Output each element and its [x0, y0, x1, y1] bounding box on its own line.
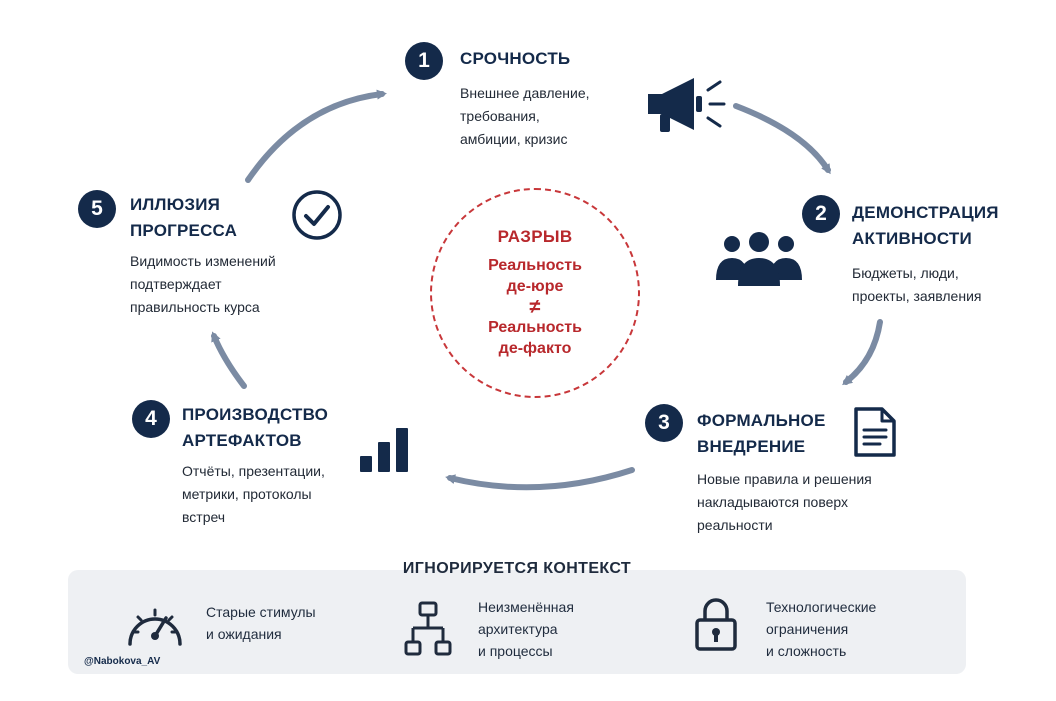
bar-chart-icon	[360, 428, 408, 472]
step-4-description: Отчёты, презентации, метрики, протоколы …	[182, 463, 325, 525]
context-item-technology: Технологические ограничения и сложность	[766, 599, 877, 659]
lock-icon	[695, 598, 737, 651]
gap-line-2: де-юре	[506, 278, 564, 295]
context-title: ИГНОРИРУЕТСЯ КОНТЕКСТ	[402, 560, 632, 577]
arrow-3-to-4	[445, 467, 635, 491]
context-item-incentives: Старые стимулы и ожидания	[206, 604, 316, 642]
arrow-4-to-5	[211, 331, 247, 389]
step-1-badge: 1	[405, 42, 443, 80]
arrow-1-to-2	[733, 103, 831, 175]
check-circle-icon	[292, 190, 342, 240]
step-4-title: ПРОИЗВОДСТВО АРТЕФАКТОВ	[182, 405, 329, 450]
document-icon	[854, 407, 896, 457]
step-5-title: ИЛЛЮЗИЯ ПРОГРЕССА	[130, 195, 238, 240]
step-2-badge: 2	[802, 195, 840, 233]
step-2-title: ДЕМОНСТРАЦИЯ АКТИВНОСТИ	[852, 203, 999, 248]
gap-line-4: Реальность	[488, 319, 582, 336]
gap-line-1: Реальность	[488, 257, 582, 274]
not-equal-sign: ≠	[529, 296, 541, 318]
step-4-badge: 4	[132, 400, 170, 438]
arrow-5-to-1	[245, 89, 387, 183]
megaphone-icon	[648, 78, 726, 132]
speedometer-icon	[128, 608, 182, 646]
gap-line-5: де-факто	[498, 340, 572, 357]
gap-label: РАЗРЫВ	[497, 227, 573, 246]
step-2-description: Бюджеты, люди, проекты, заявления	[852, 265, 982, 304]
step-3-title: ФОРМАЛЬНОЕ ВНЕДРЕНИЕ	[697, 411, 826, 456]
step-5-badge: 5	[78, 190, 116, 228]
step-3-description: Новые правила и решения накладываются по…	[697, 471, 872, 533]
arrow-2-to-3	[842, 319, 883, 386]
author-watermark: @Nabokova_AV	[84, 656, 161, 667]
step-1-title: СРОЧНОСТЬ	[460, 49, 571, 68]
step-3-badge: 3	[645, 404, 683, 442]
step-1-description: Внешнее давление, требования, амбиции, к…	[460, 85, 590, 147]
context-panel	[68, 570, 966, 674]
gap-circle: РАЗРЫВ Реальность де-юре ≠ Реальность де…	[430, 188, 640, 398]
people-group-icon	[716, 232, 802, 286]
step-5-description: Видимость изменений подтверждает правиль…	[130, 253, 276, 315]
hierarchy-icon	[404, 601, 452, 656]
context-item-architecture: Неизменённая архитектура и процессы	[478, 599, 574, 659]
